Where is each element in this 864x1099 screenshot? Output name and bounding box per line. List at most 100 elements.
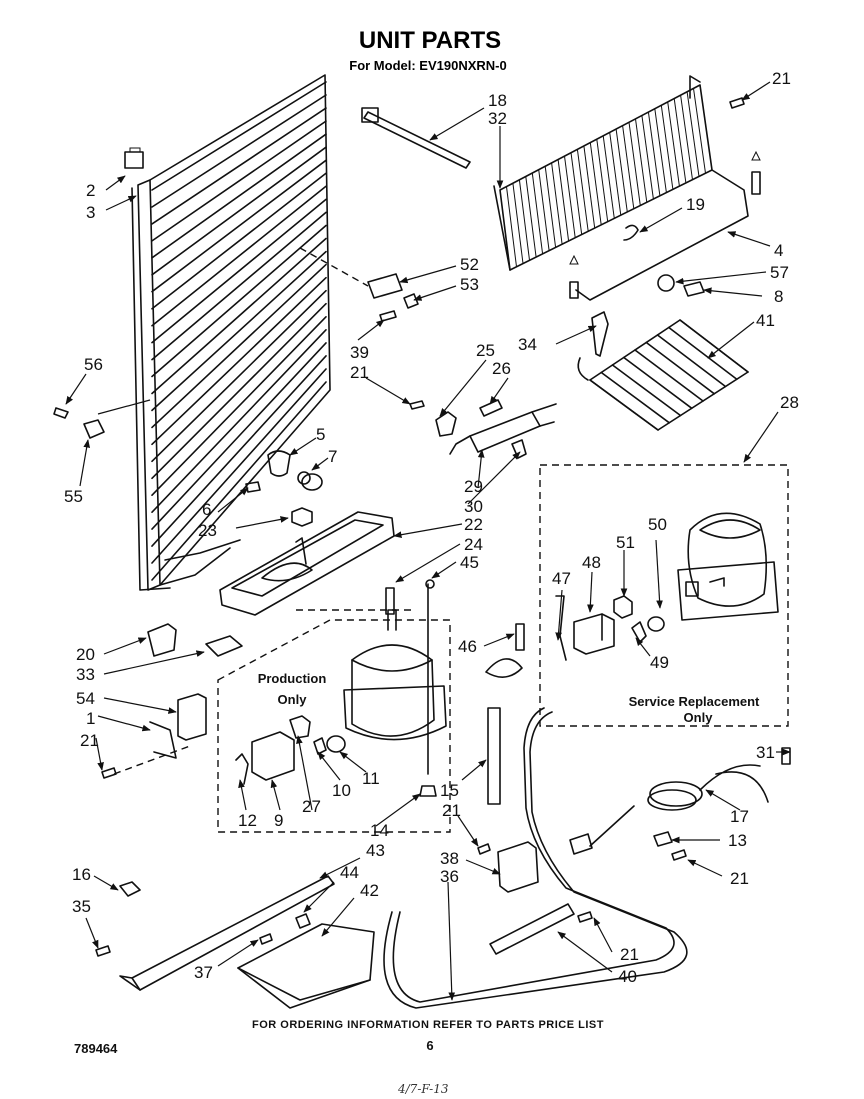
callout-21-d: 21 — [442, 801, 461, 820]
coil-line — [656, 334, 727, 388]
production-box-label-1: Production — [258, 671, 327, 686]
coil-line — [564, 156, 576, 238]
callout-26: 26 — [492, 359, 511, 378]
callout-42: 42 — [360, 881, 379, 900]
coil-line — [570, 152, 583, 235]
coil-line — [602, 135, 615, 219]
callout-31: 31 — [756, 743, 775, 762]
coil-line — [499, 189, 511, 271]
callout-1: 1 — [86, 709, 95, 728]
fitting-top-right — [751, 150, 761, 195]
callout-38: 38 — [440, 849, 459, 868]
coil-line — [151, 329, 327, 513]
callout-52: 52 — [460, 255, 479, 274]
coil-line — [151, 289, 327, 463]
callout-33: 33 — [76, 665, 95, 684]
coil-line — [596, 139, 609, 222]
coil-line — [151, 237, 327, 395]
coil-line — [151, 276, 327, 446]
part-51 — [613, 595, 633, 619]
part-20 — [147, 623, 177, 657]
coil-line — [525, 176, 537, 258]
callout-48: 48 — [582, 553, 601, 572]
callout-15: 15 — [440, 781, 459, 800]
coil-line — [512, 183, 524, 264]
callout-labels: 2 3 56 55 6 23 5 7 18 32 52 53 39 21 25 … — [64, 69, 799, 986]
coil-line — [151, 381, 327, 581]
callout-23: 23 — [198, 521, 217, 540]
callout-21-a: 21 — [350, 363, 369, 382]
callout-32: 32 — [488, 109, 507, 128]
callout-21-f: 21 — [620, 945, 639, 964]
coil-line — [679, 319, 749, 373]
coil-line — [151, 316, 327, 496]
callout-35: 35 — [72, 897, 91, 916]
nut-23 — [291, 507, 313, 527]
callout-6: 6 — [202, 500, 211, 519]
part-49-50 — [631, 616, 665, 643]
callout-30: 30 — [464, 497, 483, 516]
callout-24: 24 — [464, 535, 483, 554]
coil-line — [667, 101, 680, 187]
callout-18: 18 — [488, 91, 507, 110]
document-number: 789464 — [74, 1041, 118, 1056]
callout-13: 13 — [728, 831, 747, 850]
coil-line — [576, 149, 589, 232]
callout-21-e: 21 — [730, 869, 749, 888]
coil-line — [628, 122, 641, 206]
model-line: For Model: EV190NXRN-0 — [349, 58, 506, 73]
coil-line — [634, 349, 704, 402]
coil-line — [151, 198, 327, 344]
heater-41 — [577, 319, 749, 431]
coil-line — [151, 159, 327, 293]
coil-line — [589, 379, 659, 431]
coil-line — [151, 133, 327, 259]
part-34 — [591, 311, 609, 357]
coil-line — [647, 112, 661, 196]
callout-44: 44 — [340, 863, 359, 882]
cable-tie-18 — [361, 107, 471, 169]
coil-line — [506, 186, 517, 267]
coil-line — [518, 179, 530, 261]
page-title: UNIT PARTS — [359, 27, 501, 54]
coil-line — [693, 88, 706, 174]
callout-22: 22 — [464, 515, 483, 534]
coil-line — [151, 120, 327, 242]
coil-line — [151, 185, 327, 327]
ordering-note: FOR ORDERING INFORMATION REFER TO PARTS … — [252, 1019, 604, 1031]
coil-line — [654, 108, 667, 193]
coil-line — [151, 146, 327, 276]
callout-17: 17 — [730, 807, 749, 826]
coil-line — [531, 173, 544, 254]
coil-line — [544, 166, 557, 248]
part-12 — [235, 753, 249, 785]
part-40 — [489, 903, 593, 955]
part-10-11 — [313, 735, 346, 755]
callout-57: 57 — [770, 263, 789, 282]
coil-line — [623, 356, 693, 410]
part-57-8 — [657, 274, 705, 297]
condenser-coil — [131, 74, 331, 591]
page-number: 6 — [426, 1038, 433, 1053]
dryer-29 — [449, 403, 557, 459]
part-47 — [555, 595, 567, 661]
screw-21-top — [729, 97, 745, 109]
callout-36: 36 — [440, 867, 459, 886]
shield-42 — [237, 913, 375, 1009]
callout-53: 53 — [460, 275, 479, 294]
callout-3: 3 — [86, 203, 95, 222]
callout-46: 46 — [458, 637, 477, 656]
callout-16: 16 — [72, 865, 91, 884]
compressor-production — [343, 587, 447, 741]
coil-line — [151, 263, 327, 429]
part-46 — [485, 623, 525, 678]
callout-43: 43 — [366, 841, 385, 860]
callout-14: 14 — [370, 821, 389, 840]
callout-29: 29 — [464, 477, 483, 496]
coil-line — [668, 326, 738, 381]
coil-line — [151, 342, 327, 530]
part-27 — [289, 715, 311, 739]
callout-54: 54 — [76, 689, 95, 708]
part-13 — [653, 831, 687, 861]
base-rail-43 — [95, 875, 335, 991]
